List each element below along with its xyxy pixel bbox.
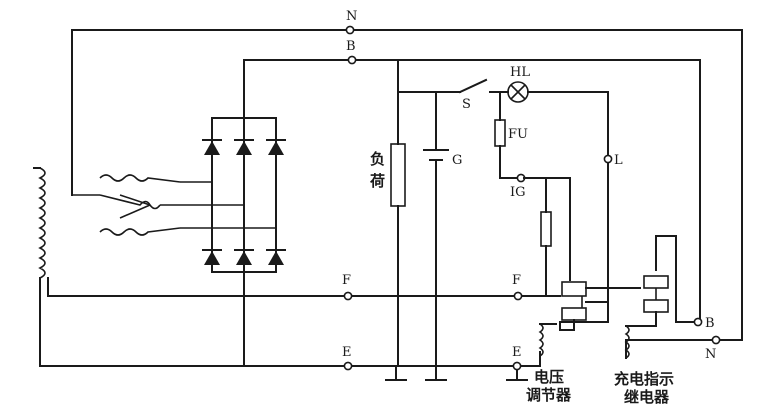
voltage-regulator <box>523 177 641 357</box>
battery-positive-wire <box>243 59 701 323</box>
label-charging-relay-line2: 继电器 <box>624 388 670 406</box>
diode-upper-2 <box>234 139 254 155</box>
terminal-n-top <box>345 25 355 35</box>
label-l: L <box>614 153 623 168</box>
load-resistor <box>390 59 406 367</box>
terminal-n-right <box>711 335 721 345</box>
terminal-e-right <box>512 361 522 371</box>
terminal-e-left <box>343 361 353 371</box>
label-e-left: E <box>342 345 352 360</box>
label-load-line2: 荷 <box>370 172 385 190</box>
label-n-right: N <box>705 347 716 362</box>
ground-wire <box>243 351 541 381</box>
label-g: G <box>452 153 462 168</box>
indicator-lamp-hl <box>507 81 609 323</box>
diode-lower-2 <box>234 249 254 265</box>
diode-lower-3 <box>266 249 286 265</box>
label-voltage-regulator-line1: 电压 <box>534 368 564 386</box>
label-n-top: N <box>346 9 357 24</box>
label-b-right: B <box>705 316 715 331</box>
battery-g <box>397 91 449 367</box>
label-hl: HL <box>510 65 530 80</box>
terminal-f-right <box>513 291 523 301</box>
label-f-right: F <box>512 273 521 288</box>
terminal-b-right <box>693 317 703 327</box>
terminal-f-left <box>343 291 353 301</box>
label-s: S <box>462 97 471 112</box>
fuse-fu <box>494 91 519 179</box>
ignition-switch-s <box>435 78 509 94</box>
rectifier-bridge <box>160 117 286 367</box>
diode-upper-1 <box>202 139 222 155</box>
label-load-line1: 负 <box>370 150 385 168</box>
label-ig: IG <box>510 185 526 200</box>
label-fu: FU <box>508 127 528 142</box>
terminal-l <box>603 154 613 164</box>
field-winding <box>33 167 561 367</box>
diode-upper-3 <box>266 139 286 155</box>
label-voltage-regulator-line2: 调节器 <box>526 386 572 404</box>
terminal-b-top <box>347 55 357 65</box>
diode-lower-1 <box>202 249 222 265</box>
stator-winding <box>72 174 181 236</box>
label-b-top: B <box>346 39 356 54</box>
neutral-wire-top <box>71 29 743 341</box>
label-f-left: F <box>342 273 351 288</box>
label-e-right: E <box>512 345 522 360</box>
label-charging-relay-line1: 充电指示 <box>614 370 674 388</box>
charging-indicator-relay <box>624 235 715 359</box>
